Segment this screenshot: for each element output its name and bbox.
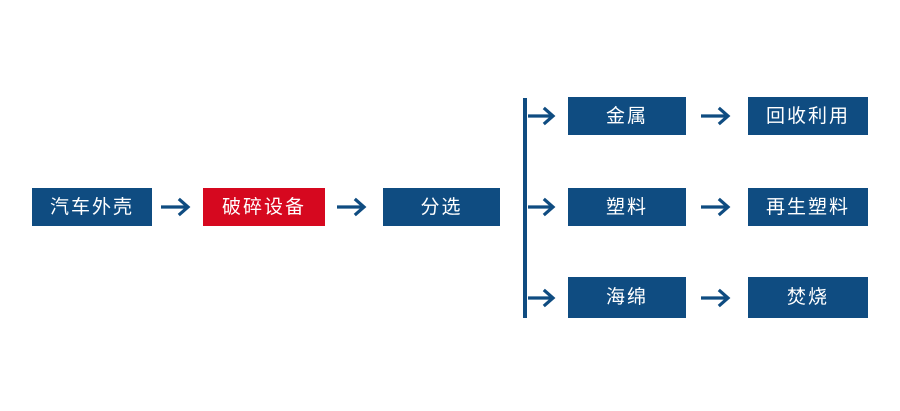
node-incineration[interactable]: 焚烧 [748,277,868,318]
arrow-metal-to-recycle-icon [694,101,742,131]
arrow-crusher-to-sorting-icon [331,192,377,222]
arrow-sorting-to-plastic-icon [524,192,564,222]
node-plastic[interactable]: 塑料 [568,188,686,226]
node-sorting[interactable]: 分选 [383,188,500,226]
node-regenerated-plastic[interactable]: 再生塑料 [748,188,868,226]
node-car-shell[interactable]: 汽车外壳 [32,188,152,226]
arrow-sponge-to-incinerate-icon [694,283,742,313]
branch-spine-line [523,98,527,318]
node-recycle-reuse[interactable]: 回收利用 [748,97,868,135]
node-metal[interactable]: 金属 [568,97,686,135]
arrow-sorting-to-metal-icon [524,101,564,131]
arrow-plastic-to-regenerated-icon [694,192,742,222]
node-crushing-equipment[interactable]: 破碎设备 [203,188,325,226]
node-sponge[interactable]: 海绵 [568,277,686,318]
arrow-shell-to-crusher-icon [158,192,198,222]
arrow-sorting-to-sponge-icon [524,283,564,313]
